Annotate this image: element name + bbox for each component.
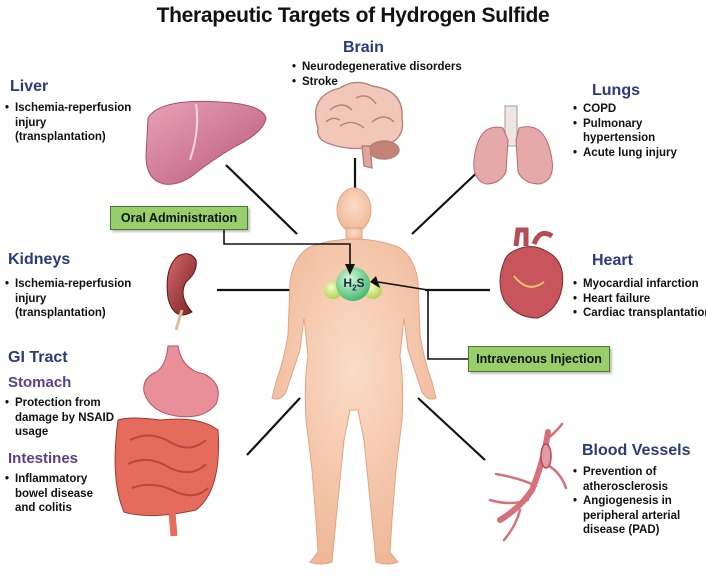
heart-item: Heart failure [573,292,706,307]
intestines-item: Inflammatory bowel disease and colitis [5,472,115,516]
lungs-item: COPD [573,102,706,117]
brain-illustration [314,81,404,169]
human-body [271,187,437,565]
h2s-molecule [324,267,382,301]
brain-heading: Brain [343,39,384,56]
stomach-list: Protection from damage by NSAID usage [4,396,115,440]
vessels-item: Angiogenesis in peripheral arterial dise… [573,494,706,538]
stomach-heading: Stomach [8,374,72,391]
gi-heading: GI Tract [8,349,68,366]
vessels-list: Prevention of atherosclerosis Angiogenes… [572,465,706,538]
brain-list: Neurodegenerative disorders Stroke [291,60,472,89]
h2s-label-s: S [356,276,365,290]
kidney-illustration [166,253,197,331]
lungs-list: COPD Pulmonary hypertension Acute lung i… [572,102,706,160]
gi-connector [246,397,301,456]
vessels-heading: Blood Vessels [582,442,691,459]
blood-vessel-illustration [488,422,568,542]
liver-heading: Liver [10,78,49,95]
heart-item: Cardiac transplantation [573,306,706,321]
oral-administration-box: Oral Administration [110,206,248,230]
lungs-item: Pulmonary hypertension [573,117,706,146]
liver-list: Ischemia-reperfusion injury (transplanta… [4,101,140,145]
kidneys-list: Ischemia-reperfusion injury (transplanta… [4,277,140,321]
iv-arrow [377,281,468,360]
intestines-list: Inflammatory bowel disease and colitis [4,472,115,516]
heart-list: Myocardial infarction Heart failure Card… [572,277,706,321]
diagram-title: Therapeutic Targets of Hydrogen Sulfide [156,4,550,27]
h2s-label: H2S [338,276,370,292]
intestines-heading: Intestines [8,450,79,467]
liver-illustration [145,100,267,185]
vessels-item: Prevention of atherosclerosis [573,465,706,494]
lungs-heading: Lungs [592,82,640,99]
oral-arrow [223,228,351,266]
heart-item: Myocardial infarction [573,277,706,292]
connector-lines [217,158,490,461]
h2s-label-h: H [343,276,353,290]
vessels-connector [417,397,486,461]
gi-tract-illustration [114,345,219,537]
h2s-label-sub: 2 [352,283,357,293]
route-arrows [223,228,468,360]
brain-item: Neurodegenerative disorders [292,60,472,75]
liver-connector [225,164,298,235]
lungs-illustration [473,105,553,185]
lungs-connector [411,164,486,235]
intravenous-injection-box: Intravenous Injection [468,346,610,372]
kidneys-item: Ischemia-reperfusion injury (transplanta… [5,277,140,321]
kidneys-heading: Kidneys [8,251,71,268]
stomach-item: Protection from damage by NSAID usage [5,396,115,440]
liver-item: Ischemia-reperfusion injury (transplanta… [5,101,140,145]
lungs-item: Acute lung injury [573,146,706,161]
heart-heading: Heart [592,252,633,269]
heart-illustration [499,227,564,319]
brain-item: Stroke [292,75,472,90]
